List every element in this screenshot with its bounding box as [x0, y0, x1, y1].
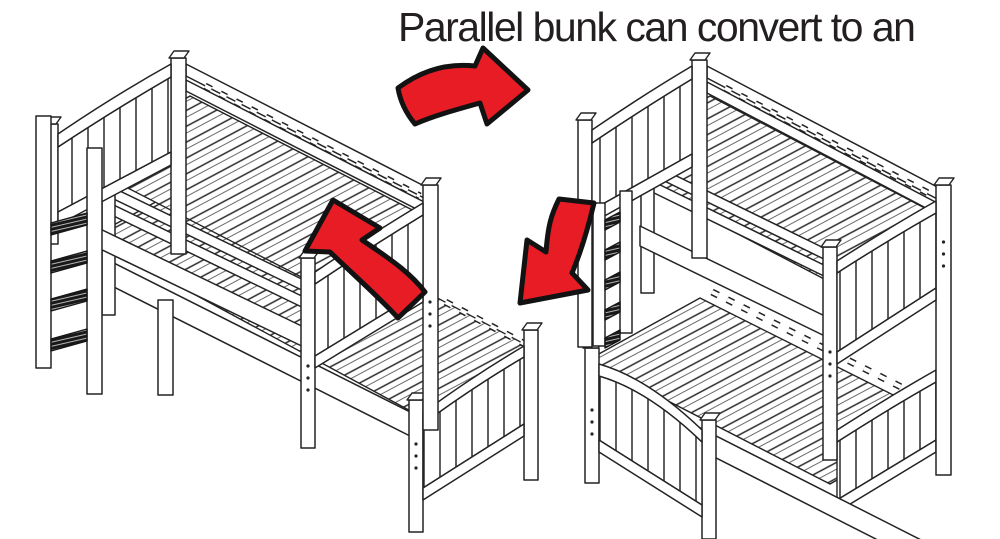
rotate-arrow-up-left-icon — [302, 197, 428, 321]
right-ladder — [592, 190, 633, 349]
ladder-rail — [35, 115, 52, 369]
right-upper-bunk — [597, 65, 944, 341]
ladder-step — [604, 241, 621, 261]
lower-headboard-rail — [598, 439, 703, 518]
post-cap — [420, 177, 442, 186]
ladder-step — [50, 212, 88, 236]
lower-headboard-rear-post — [584, 347, 600, 484]
lower-footboard-rail — [422, 423, 525, 501]
right-lower-bunk — [582, 288, 944, 539]
headboard-arc — [57, 63, 172, 148]
lower-footboard-arc — [422, 345, 525, 425]
ladder-rail — [86, 147, 103, 395]
footboard-far-post — [422, 184, 439, 431]
post-cap — [933, 177, 955, 186]
ladder-rail — [592, 202, 606, 347]
lower-headboard-front-post — [701, 419, 717, 539]
caption-text: Parallel bunk can convert to an — [398, 4, 916, 50]
ladder-step — [50, 328, 88, 352]
ladder-step — [604, 271, 621, 291]
post-cap — [699, 412, 721, 421]
slat-end-nubs — [724, 86, 931, 196]
ladder-step — [604, 211, 621, 231]
footboard-near-post — [300, 257, 316, 449]
ladder-step — [50, 288, 88, 312]
post-cap — [689, 52, 711, 61]
headboard-rear-post — [170, 57, 187, 255]
post-cap — [168, 50, 190, 59]
lower-footboard-rear-post — [523, 329, 539, 481]
slat-end-nubs — [204, 84, 421, 198]
rotate-arrow-down-left-icon — [517, 196, 597, 306]
footboard-arc — [836, 200, 937, 274]
post-cap — [521, 322, 543, 331]
convert-arrow-right-icon — [395, 45, 531, 127]
right-upper-footboard — [820, 177, 955, 476]
headboard-arc — [591, 65, 693, 144]
ladder-rail — [619, 190, 633, 334]
head-near-leg — [157, 299, 174, 396]
lower-footboard-front-post — [408, 399, 424, 533]
right-bunk-figure — [575, 52, 955, 539]
left-ladder — [35, 115, 103, 395]
lower-headboard-arc — [598, 363, 703, 443]
ladder-step — [604, 301, 621, 321]
headboard-rear-post — [691, 59, 708, 259]
ladder-step — [50, 250, 88, 274]
post-cap — [820, 239, 842, 248]
left-bunk-figure — [35, 50, 543, 533]
ladder-step — [604, 329, 621, 349]
footboard-rail — [836, 287, 937, 365]
post-cap — [575, 112, 597, 121]
footboard-far-post — [935, 184, 952, 476]
